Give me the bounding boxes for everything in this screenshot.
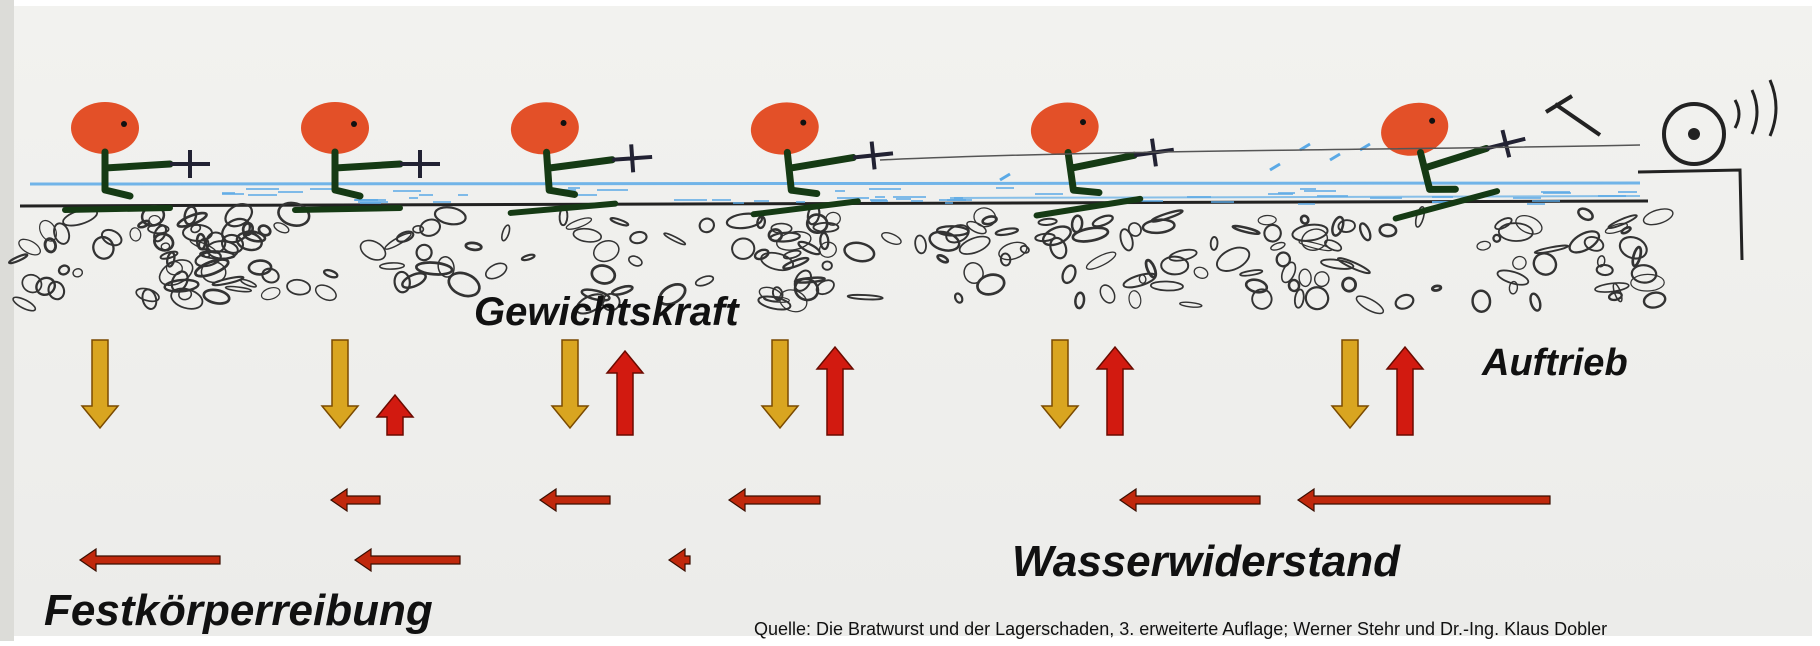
ski [295,208,400,210]
paper-background [8,6,1812,636]
solid-friction-label: Festkörperreibung [44,586,433,636]
ski [65,208,170,210]
water-line [30,183,1640,184]
skier-head [301,102,369,154]
winch-hub [1688,128,1700,140]
skier-head [71,102,139,154]
weight-label: Gewichtskraft [474,290,739,335]
source-caption: Quelle: Die Bratwurst und der Lagerschad… [754,619,1607,640]
skier-eye [351,121,357,127]
water-resistance-label: Wasserwiderstand [1012,537,1400,587]
buoyancy-label: Auftrieb [1482,342,1628,385]
skier-eye [121,121,127,127]
photo-edge-shadow [0,0,14,641]
